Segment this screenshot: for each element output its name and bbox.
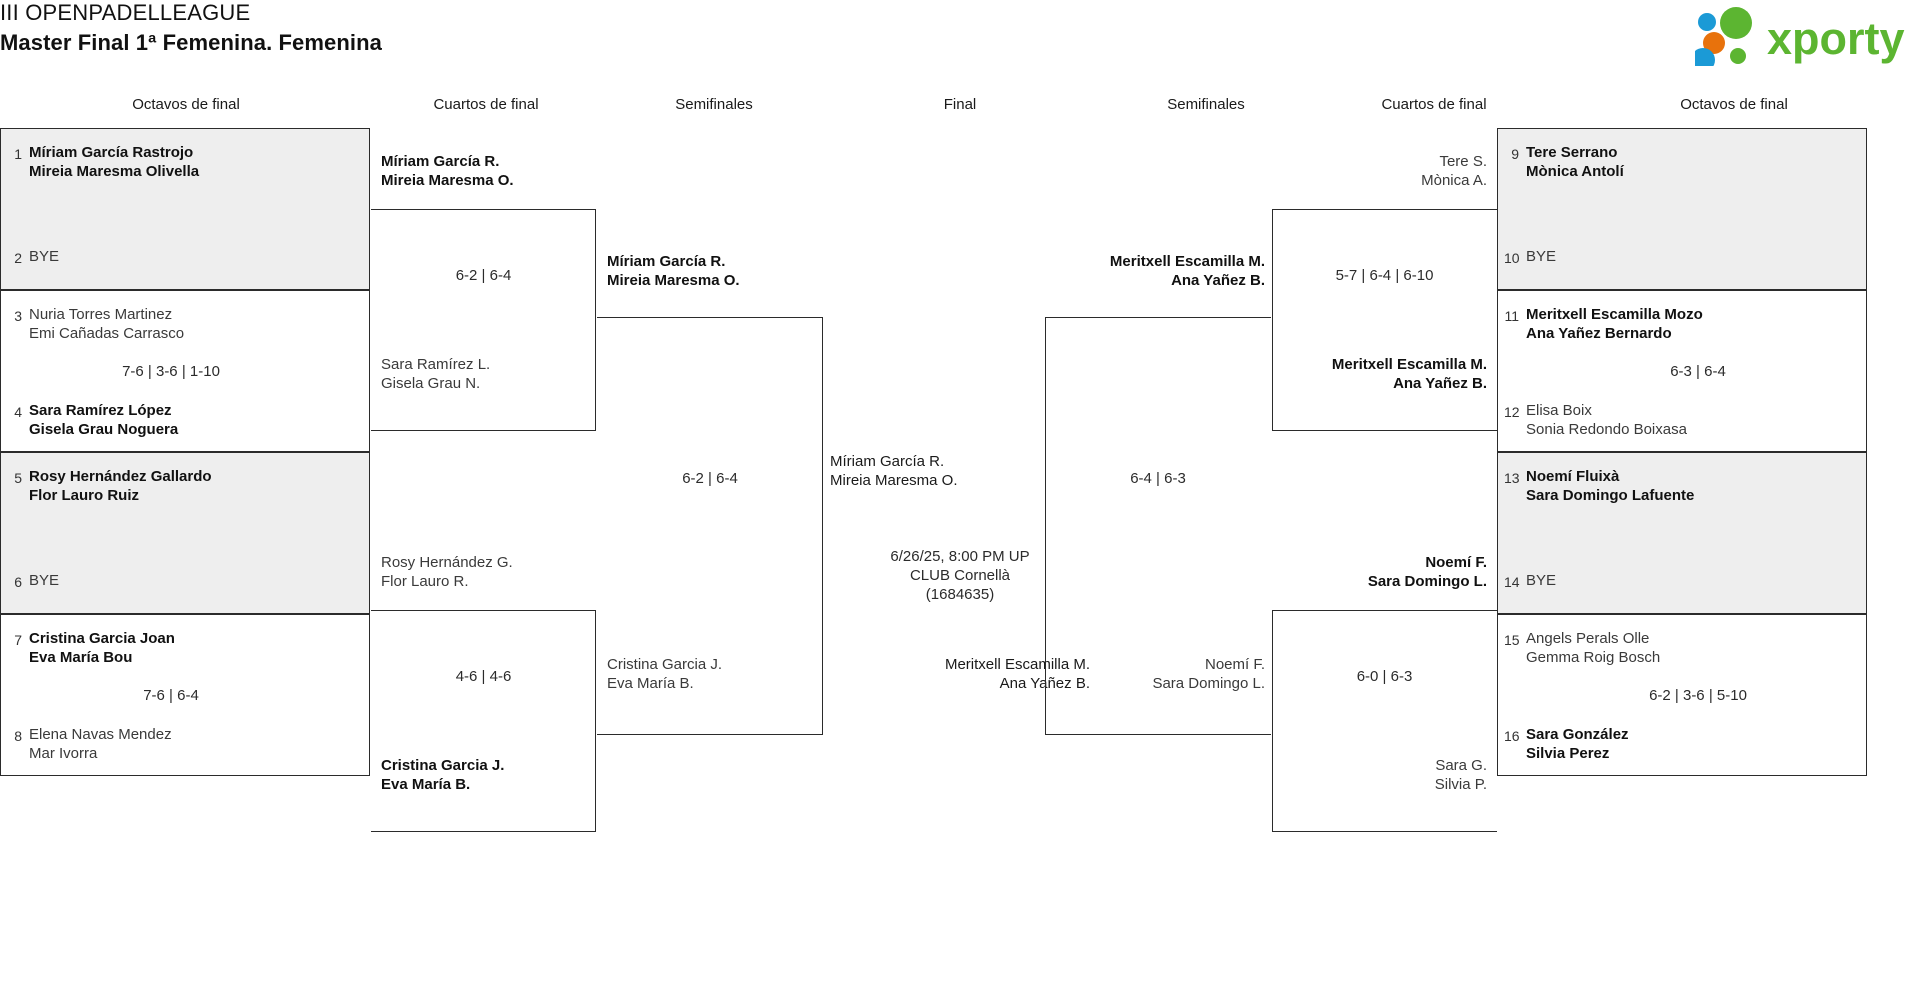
round-label-right-sf: Semifinales bbox=[1167, 96, 1245, 113]
match-right-qf-2-bottom-team: Sara G.Silvia P. bbox=[1434, 757, 1487, 793]
match-final-bottom-team: Meritxell Escamilla M.Ana Yañez B. bbox=[944, 656, 1090, 692]
match-right-sf-top-team: Meritxell Escamilla M.Ana Yañez B. bbox=[1109, 253, 1265, 289]
match-left-sf-score: 6-2 | 6-4 bbox=[682, 470, 738, 487]
seed-number: 16 bbox=[1504, 728, 1520, 744]
connector-right-sf-1 bbox=[1045, 317, 1271, 735]
match-left-sf-bottom-team: Cristina Garcia J.Eva María B. bbox=[607, 656, 723, 692]
team-name: BYE bbox=[29, 572, 60, 589]
seed-number: 5 bbox=[14, 470, 22, 486]
round-label-left-sf: Semifinales bbox=[675, 96, 753, 113]
connector-left-qf-1 bbox=[371, 209, 596, 431]
match-left-qf-1-bottom-team: Sara Ramírez L.Gisela Grau N. bbox=[381, 356, 491, 392]
match-right-qf-1-score: 5-7 | 6-4 | 6-10 bbox=[1335, 267, 1434, 284]
tournament-title: III OPENPADELLEAGUE bbox=[0, 0, 251, 25]
seed-number: 3 bbox=[14, 308, 22, 324]
match-score: 6-3 | 6-4 bbox=[1670, 363, 1726, 380]
seed-number: 13 bbox=[1504, 470, 1520, 486]
match-left-qf-1-score: 6-2 | 6-4 bbox=[455, 267, 512, 284]
team-name: BYE bbox=[1526, 248, 1557, 265]
logo-wordmark: xporty bbox=[1767, 13, 1905, 64]
seed-number: 14 bbox=[1504, 574, 1520, 590]
connector-left-sf-1 bbox=[597, 317, 823, 735]
connector-left-qf-2 bbox=[371, 610, 596, 832]
team-name: BYE bbox=[29, 248, 60, 265]
match-left-qf-2-score: 4-6 | 4-6 bbox=[455, 668, 512, 685]
match-right-sf-score: 6-4 | 6-3 bbox=[1130, 470, 1186, 487]
round-label-left-r16: Octavos de final bbox=[132, 96, 240, 113]
seed-number: 10 bbox=[1504, 250, 1520, 266]
match-left-qf-2-bottom-team: Cristina Garcia J.Eva María B. bbox=[381, 757, 505, 793]
xporty-logo: xporty bbox=[1695, 4, 1910, 66]
match-left-qf-2-top-team: Rosy Hernández G.Flor Lauro R. bbox=[381, 554, 513, 590]
match-final-info: 6/26/25, 8:00 PM UP CLUB Cornellà (16846… bbox=[890, 548, 1030, 603]
seed-number: 9 bbox=[1511, 146, 1519, 162]
seed-number: 7 bbox=[14, 632, 22, 648]
match-right-qf-2-top-team: Noemí F.Sara Domingo L. bbox=[1367, 554, 1487, 590]
match-right-qf-2-score: 6-0 | 6-3 bbox=[1356, 668, 1413, 685]
seed-number: 11 bbox=[1504, 308, 1519, 324]
match-right-qf-1-bottom-team: Meritxell Escamilla M.Ana Yañez B. bbox=[1331, 356, 1487, 392]
team-name: BYE bbox=[1526, 572, 1557, 589]
match-score: 7-6 | 6-4 bbox=[143, 687, 199, 704]
match-right-sf-bottom-team: Noemí F.Sara Domingo L. bbox=[1152, 656, 1265, 692]
seed-number: 15 bbox=[1504, 632, 1520, 648]
seed-number: 8 bbox=[14, 728, 22, 744]
round-label-right-qf: Cuartos de final bbox=[1381, 96, 1487, 113]
seed-number: 6 bbox=[14, 574, 22, 590]
seed-number: 2 bbox=[14, 250, 22, 266]
round-label-left-qf: Cuartos de final bbox=[433, 96, 539, 113]
round-label-final: Final bbox=[943, 96, 977, 113]
match-left-sf-top-team: Míriam García R.Mireia Maresma O. bbox=[607, 253, 740, 289]
tournament-subtitle: Master Final 1ª Femenina. Femenina bbox=[0, 30, 382, 55]
seed-number: 4 bbox=[14, 404, 22, 420]
round-label-right-r16: Octavos de final bbox=[1680, 96, 1788, 113]
seed-number: 12 bbox=[1504, 404, 1520, 420]
match-left-qf-1-top-team: Míriam García R.Mireia Maresma O. bbox=[381, 153, 514, 189]
match-final-top-team: Míriam García R.Mireia Maresma O. bbox=[830, 453, 958, 489]
connector-right-qf-1 bbox=[1272, 209, 1497, 431]
match-score: 6-2 | 3-6 | 5-10 bbox=[1649, 687, 1747, 704]
match-right-qf-1-top-team: Tere S.Mònica A. bbox=[1421, 153, 1487, 189]
connector-right-qf-2 bbox=[1272, 610, 1497, 832]
seed-number: 1 bbox=[14, 146, 22, 162]
match-score: 7-6 | 3-6 | 1-10 bbox=[122, 363, 220, 380]
